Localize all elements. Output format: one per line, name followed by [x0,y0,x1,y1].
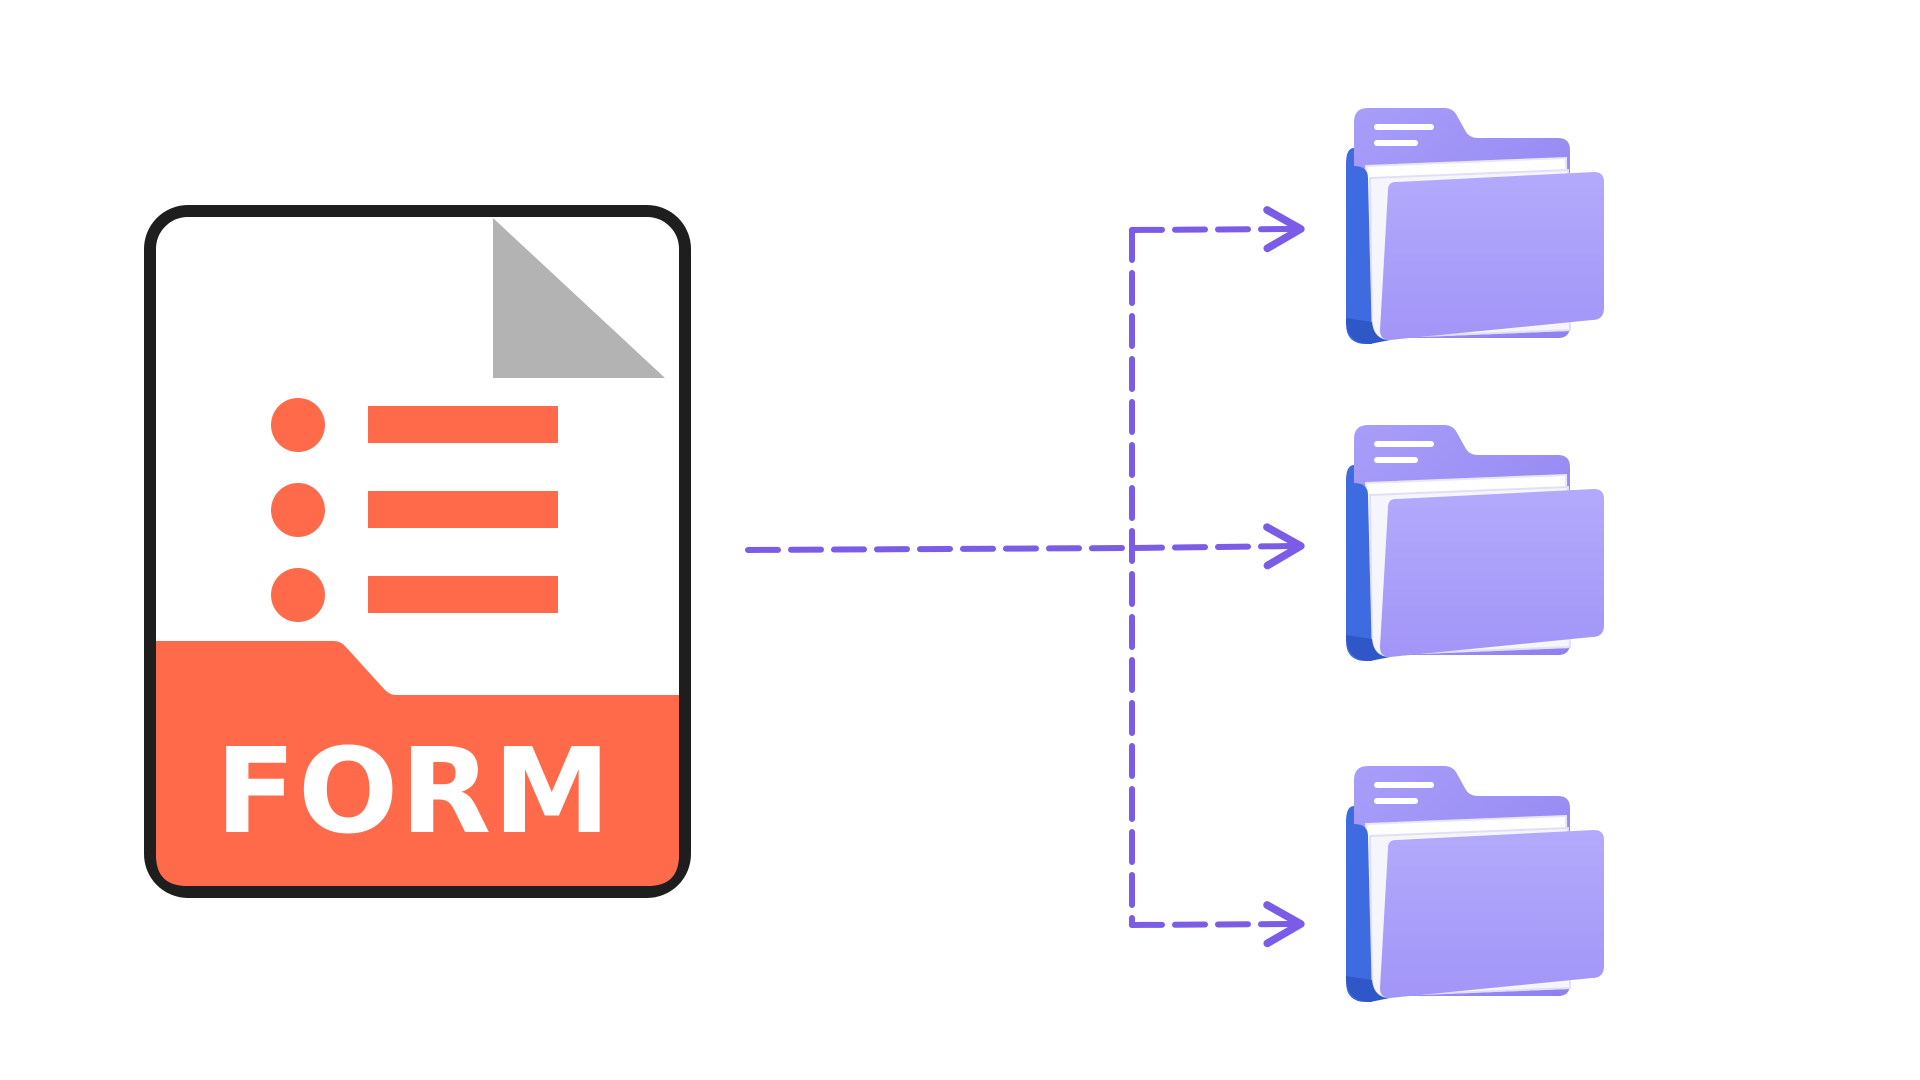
folder-edge [1346,465,1372,661]
list-lines [271,398,558,622]
connector-branch-bottom [1129,901,1305,948]
folder-tab-line [1374,798,1418,804]
folder-tab-line [1374,457,1418,463]
list-bar [368,491,558,528]
form-label-band [156,641,679,886]
list-bar [368,406,558,443]
folder-front [1380,830,1604,998]
folder-icon [1346,108,1604,344]
list-bullet [271,568,325,622]
connector-trunk [745,545,1135,553]
folder-icon [1346,425,1604,661]
folder-tab-line [1374,441,1434,447]
folder-front-edge [1346,318,1390,344]
folder-tab-line [1374,782,1434,788]
folder-edge [1346,806,1372,1002]
folder-tab-line [1374,140,1418,146]
form-label: FORM [215,722,612,860]
folder-icon [1346,766,1604,1002]
form-document-icon: FORM [144,205,691,898]
list-bar [368,576,558,613]
list-bullet [271,398,325,452]
connector-branch-top [1129,206,1305,253]
list-bullet [271,483,325,537]
folder-edge [1346,148,1372,344]
folder-front-edge [1346,976,1390,1002]
connector-branch-middle [1129,523,1305,570]
dashed-connectors [745,206,1305,948]
corner-fold [493,218,665,378]
folder-front [1380,489,1604,657]
folder-front [1380,172,1604,340]
folder-front-edge [1346,635,1390,661]
folder-tab-line [1374,124,1434,130]
